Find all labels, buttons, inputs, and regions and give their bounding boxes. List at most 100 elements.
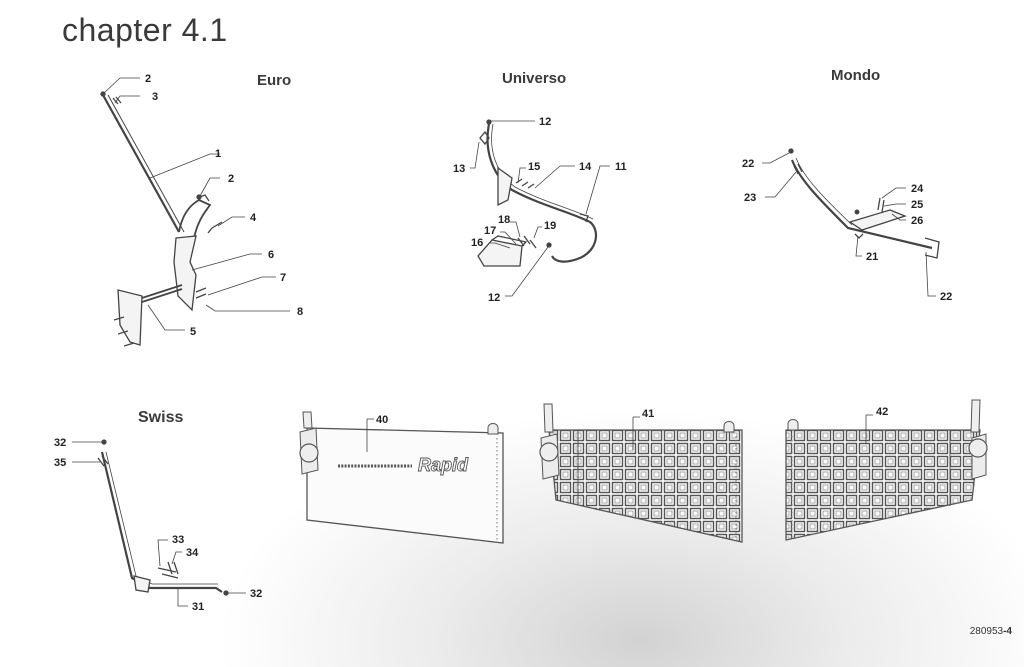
universo-cap-dot [486, 119, 492, 125]
euro-screw-4 [207, 221, 223, 234]
swiss-end-dot [223, 590, 229, 596]
panel-42-leader [865, 414, 873, 444]
callout-swiss-32: 32 [54, 437, 66, 449]
universo-clamp-11 [579, 213, 589, 223]
callout-euro-5: 5 [190, 326, 196, 338]
callout-panel-42: 42 [876, 406, 888, 418]
universo-assembly [477, 119, 598, 267]
callout-universo-11: 11 [615, 161, 627, 173]
callout-mondo-22b: 22 [940, 291, 952, 303]
panel-40: 40 Rapid [299, 411, 504, 544]
callout-panel-41: 41 [642, 408, 654, 420]
callout-euro-2b: 2 [228, 173, 234, 185]
panel-40-lever [302, 411, 313, 429]
callout-mondo-26: 26 [911, 215, 923, 227]
swiss-callouts: 32 35 33 34 32 31 [54, 437, 262, 613]
mondo-leader-lines [762, 152, 936, 297]
euro-bolts-7 [195, 287, 207, 299]
universo-grip-13 [479, 130, 490, 146]
document-number-main: 280953 [969, 626, 1004, 637]
panel-42-lever [970, 399, 981, 433]
callout-universo-16: 16 [471, 237, 483, 249]
panel-42: 42 [785, 399, 988, 541]
euro-assembly [100, 91, 223, 347]
callout-euro-7: 7 [280, 272, 286, 284]
panel-41-leader [632, 416, 640, 450]
section-title-swiss: Swiss [138, 409, 184, 426]
panel-41-clip [723, 421, 735, 433]
euro-bracket-tube [178, 198, 212, 239]
callout-swiss-32b: 32 [250, 588, 262, 600]
mondo-end-clamp [924, 237, 940, 259]
swiss-grip-35 [97, 455, 109, 467]
panel-brand-logo: Rapid [418, 455, 469, 475]
euro-callouts: 2 3 1 2 4 6 7 8 5 [145, 73, 303, 338]
universo-bracket [497, 166, 513, 207]
callout-swiss-34: 34 [186, 547, 199, 559]
euro-axle [141, 284, 183, 303]
universo-leader-lines [470, 120, 610, 297]
universo-screws-15 [515, 178, 535, 189]
panel-40-body [306, 427, 504, 544]
swiss-leader-lines [72, 441, 246, 607]
callout-mondo-25: 25 [911, 199, 923, 211]
euro-leader-lines [103, 77, 290, 331]
callout-mondo-23: 23 [744, 192, 756, 204]
swiss-cap-dot [101, 439, 107, 445]
panel-40-clip [487, 423, 499, 435]
mondo-bolts-24 [877, 197, 885, 213]
panel-40-handle-knob [299, 443, 319, 463]
callout-panel-40: 40 [376, 414, 388, 426]
swiss-screws-34 [167, 561, 179, 575]
mondo-handle-tube-edge [795, 157, 853, 226]
page-title: chapter 4.1 [62, 12, 228, 48]
callout-mondo-22: 22 [742, 158, 754, 170]
callout-universo-14: 14 [579, 161, 592, 173]
euro-handle-tube [102, 94, 180, 233]
callout-universo-12b: 12 [488, 292, 500, 304]
section-title-euro: Euro [257, 72, 292, 89]
callout-universo-19: 19 [544, 220, 556, 232]
mondo-grip-23 [793, 163, 803, 175]
panel-41: 41 [539, 403, 743, 543]
callout-euro-2: 2 [145, 73, 151, 85]
euro-handle-tube-edge [107, 94, 185, 233]
callout-euro-4: 4 [250, 212, 257, 224]
section-title-mondo: Mondo [831, 67, 881, 84]
universo-bow-tube-edge [491, 123, 594, 220]
swiss-assembly [97, 439, 229, 596]
callout-universo-15: 15 [528, 161, 540, 173]
callout-swiss-33: 33 [172, 534, 184, 546]
swiss-bolts-33 [157, 567, 179, 579]
universo-switch-box-top [491, 235, 528, 247]
callout-euro-3: 3 [152, 91, 158, 103]
swiss-handle-tube-edge [105, 451, 218, 585]
universo-cap-dot-lower [546, 242, 552, 248]
mondo-cap-dot [788, 148, 794, 154]
callout-swiss-31: 31 [192, 601, 204, 613]
mondo-nut-dot [854, 209, 860, 215]
callout-universo-12: 12 [539, 116, 551, 128]
callout-mondo-21: 21 [866, 251, 878, 263]
callout-euro-6: 6 [268, 249, 274, 261]
euro-side-plate [117, 289, 143, 346]
mondo-pivot-21 [854, 233, 864, 239]
euro-mount-plate [173, 235, 197, 312]
section-title-universo: Universo [502, 70, 567, 87]
document-number: 280953-4 [970, 626, 1012, 637]
universo-pins [517, 235, 537, 249]
universo-switch-box [477, 239, 523, 267]
callout-mondo-24: 24 [911, 183, 924, 195]
swiss-handle-tube [100, 451, 223, 593]
callout-universo-18: 18 [498, 214, 510, 226]
callout-universo-13: 13 [453, 163, 465, 175]
document-number-suffix: -4 [1003, 626, 1012, 637]
mondo-bracket [848, 209, 907, 231]
mondo-handle-tube [790, 159, 933, 250]
universo-callouts: 12 13 15 14 11 18 17 19 16 12 [453, 116, 627, 304]
callout-euro-8: 8 [297, 306, 303, 318]
mondo-assembly [788, 148, 940, 259]
panel-41-handle-knob [539, 442, 559, 462]
panel-42-clip [787, 419, 799, 431]
